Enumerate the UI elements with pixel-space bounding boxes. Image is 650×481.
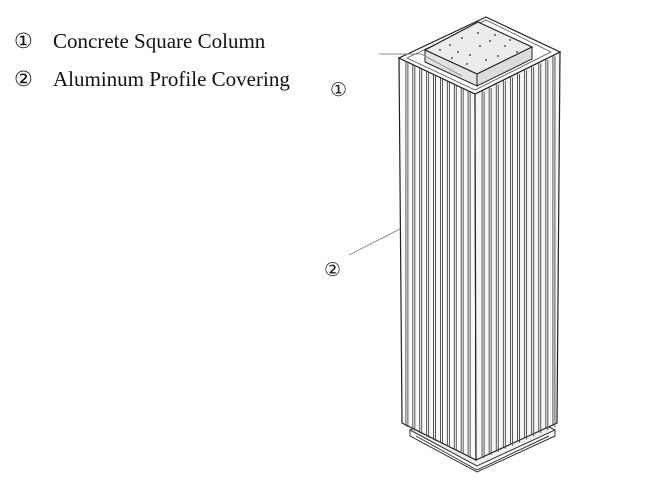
aggregate-dot	[449, 44, 451, 46]
callout-marker-1: ①	[330, 79, 347, 101]
callout-1: ①	[330, 53, 463, 101]
aluminum-profile-covering	[397, 16, 562, 461]
aggregate-dot	[504, 45, 506, 47]
legend-marker-1: ①	[14, 28, 33, 53]
aggregate-dot	[457, 51, 459, 53]
aggregate-dot	[485, 59, 487, 61]
legend-label-2: Aluminum Profile Covering	[53, 66, 290, 91]
aggregate-dot	[466, 63, 468, 65]
aggregate-dot	[469, 54, 471, 56]
concrete-square-column	[423, 21, 534, 87]
legend: ① Concrete Square Column ② Aluminum Prof…	[14, 22, 290, 98]
callout-marker-2: ②	[324, 259, 341, 281]
legend-item-aluminum-covering: ② Aluminum Profile Covering	[14, 60, 290, 98]
legend-item-concrete-column: ① Concrete Square Column	[14, 22, 290, 60]
aggregate-dot	[461, 37, 463, 39]
aggregate-dot	[516, 51, 518, 53]
aggregate-dot	[439, 49, 441, 51]
aggregate-dot	[477, 32, 479, 34]
callout-2: ②	[324, 228, 401, 281]
aggregate-dot	[489, 40, 491, 42]
aggregate-dot	[494, 34, 496, 36]
aggregate-dot	[451, 57, 453, 59]
aggregate-dot	[509, 39, 511, 41]
aggregate-dot	[479, 45, 481, 47]
legend-marker-2: ②	[14, 66, 33, 91]
aggregate-dot	[497, 55, 499, 57]
legend-label-1: Concrete Square Column	[53, 28, 266, 53]
